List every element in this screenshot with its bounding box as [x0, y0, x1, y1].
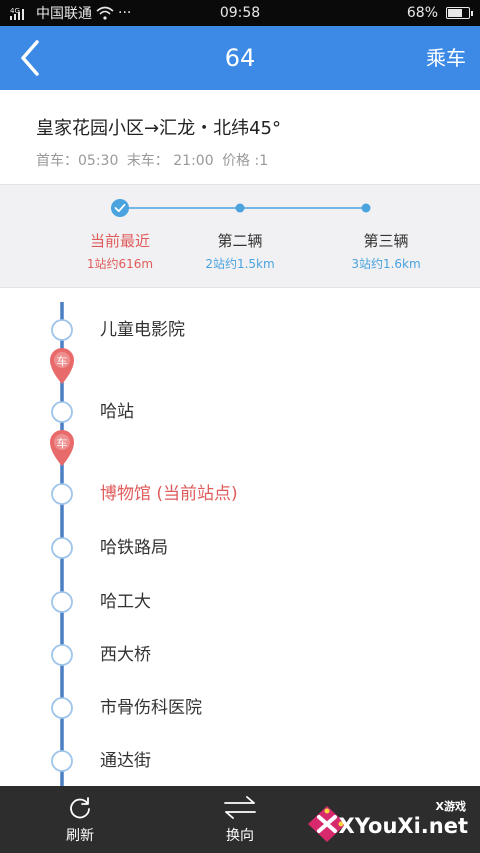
refresh-label: 刷新: [66, 827, 94, 844]
station-list[interactable]: 车 车 儿童电影院 哈站 博物馆 (当前站点) 哈铁路局 哈工大 西大桥 市骨伤…: [0, 288, 480, 786]
station-dot: [51, 644, 73, 666]
last-bus-time: 末车： 21:00: [126, 153, 214, 169]
gamepad-logo-icon: [308, 806, 346, 842]
carrier-name: 中国联通: [36, 6, 92, 22]
first-bus-time: 首车：05:30: [36, 153, 119, 169]
svg-text:车: 车: [57, 354, 68, 368]
watermark-big-text: XYouXi.net: [338, 814, 468, 838]
station-item[interactable]: 哈站: [100, 402, 134, 422]
station-item-current[interactable]: 博物馆 (当前站点): [100, 484, 238, 504]
station-dot: [51, 483, 73, 505]
signal-icon: 4G: [10, 7, 24, 20]
station-item[interactable]: 西大桥: [100, 645, 151, 665]
station-dot: [51, 537, 73, 559]
bus-marker-icon: 车: [50, 430, 74, 466]
bus-dot-3: [361, 203, 371, 213]
station-dot: [51, 750, 73, 772]
route-info: 皇家花园小区→汇龙・北纬45° 首车：05:30 末车： 21:00 价格 :1: [0, 90, 480, 184]
station-item[interactable]: 市骨伤科医院: [100, 698, 202, 718]
battery-fill: [448, 9, 462, 17]
bus-distance: 1站约616m: [86, 257, 154, 271]
bus-dot-2: [235, 203, 245, 213]
swap-arrows-icon: [224, 795, 256, 819]
station-item[interactable]: 哈铁路局: [100, 538, 168, 558]
refresh-button[interactable]: 刷新: [35, 786, 125, 853]
bus-label: 当前最近: [89, 232, 150, 250]
station-dot: [51, 401, 73, 423]
battery-icon: [446, 7, 473, 19]
route-name: 皇家花园小区→汇龙・北纬45°: [36, 118, 281, 139]
bus-arrivals: 当前最近 1站约616m 第二辆 2站约1.5km 第三辆 3站约1.6km: [0, 184, 480, 288]
back-button[interactable]: [8, 34, 52, 82]
station-item[interactable]: 通达街: [100, 751, 151, 771]
svg-text:4G: 4G: [10, 7, 20, 15]
station-dot: [51, 697, 73, 719]
refresh-icon: [70, 796, 90, 818]
station-dot: [51, 591, 73, 613]
page-title: 64: [224, 44, 256, 72]
ride-button[interactable]: 乘车: [426, 46, 466, 70]
ticket-price: 价格 :1: [222, 153, 269, 169]
bus-marker-icon: 车: [50, 348, 74, 384]
station-item[interactable]: 哈工大: [100, 592, 151, 612]
bus-distance: 2站约1.5km: [205, 257, 275, 271]
station-dot: [51, 319, 73, 341]
check-circle-icon: [111, 199, 129, 217]
watermark-logo: X游戏 XYouXi.net: [302, 796, 472, 846]
app-header: 64 乘车: [0, 26, 480, 90]
bus-item-second[interactable]: 第二辆 2站约1.5km: [170, 230, 310, 272]
bus-item-nearest[interactable]: 当前最近 1站约616m: [50, 230, 190, 272]
watermark-small-text: X游戏: [435, 800, 466, 813]
swap-label: 换向: [226, 827, 254, 844]
bottom-bar: 刷新 换向 X游戏 XYouXi.net: [0, 786, 480, 853]
station-item[interactable]: 儿童电影院: [100, 320, 185, 340]
bus-label: 第二辆: [217, 232, 263, 250]
route-timeline: 车 车: [50, 302, 74, 786]
svg-text:车: 车: [57, 436, 68, 450]
status-bar: 4G 中国联通 ··· 09:58 68%: [0, 0, 480, 26]
swap-direction-button[interactable]: 换向: [195, 786, 285, 853]
route-meta: 首车：05:30 末车： 21:00 价格 :1: [36, 150, 444, 170]
more-dots: ···: [118, 5, 132, 21]
bus-item-third[interactable]: 第三辆 3站约1.6km: [316, 230, 456, 272]
bus-distance: 3站约1.6km: [351, 257, 421, 271]
wifi-icon: [96, 6, 114, 20]
bus-label: 第三辆: [363, 232, 409, 250]
battery-percent: 68%: [406, 5, 438, 21]
bus-progress-track: [111, 199, 371, 217]
chevron-left-icon: [21, 40, 39, 76]
